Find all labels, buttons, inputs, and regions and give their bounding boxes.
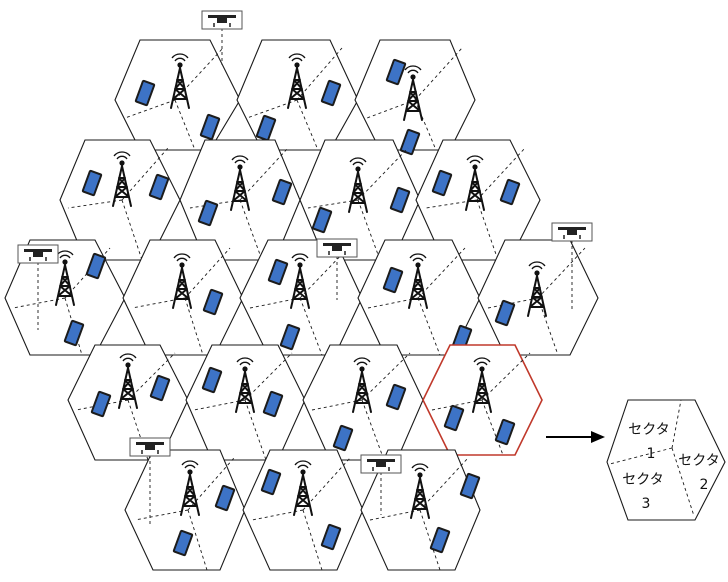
sector-2-label: セクタ [678, 453, 719, 469]
drone-icon [17, 244, 59, 264]
sector-2-number: 2 [700, 477, 709, 493]
sector-1-label: セクタ [628, 422, 669, 438]
cell [236, 39, 359, 151]
cell [114, 39, 241, 151]
drone-icon [551, 222, 593, 242]
cell [302, 344, 424, 461]
drones [17, 10, 593, 525]
cell [122, 239, 244, 356]
cell [185, 344, 306, 461]
cell [360, 449, 481, 571]
cell [179, 139, 301, 261]
cell [477, 239, 599, 356]
sector-3-label: セクタ [622, 472, 663, 488]
sector-detail-hex: セクタ 1 セクタ 2 セクタ 3 [606, 399, 726, 521]
drone-icon [360, 454, 402, 474]
drone-icon [129, 437, 171, 457]
sector-1-number: 1 [647, 446, 656, 462]
drone-icon [316, 238, 358, 258]
highlighted-cell [422, 344, 543, 456]
sector-3-number: 3 [642, 496, 651, 512]
cell [242, 449, 364, 571]
cell [124, 449, 246, 571]
cell-grid [4, 39, 599, 571]
drone-icon [201, 10, 243, 30]
arrow [546, 431, 605, 443]
cell [354, 39, 476, 156]
